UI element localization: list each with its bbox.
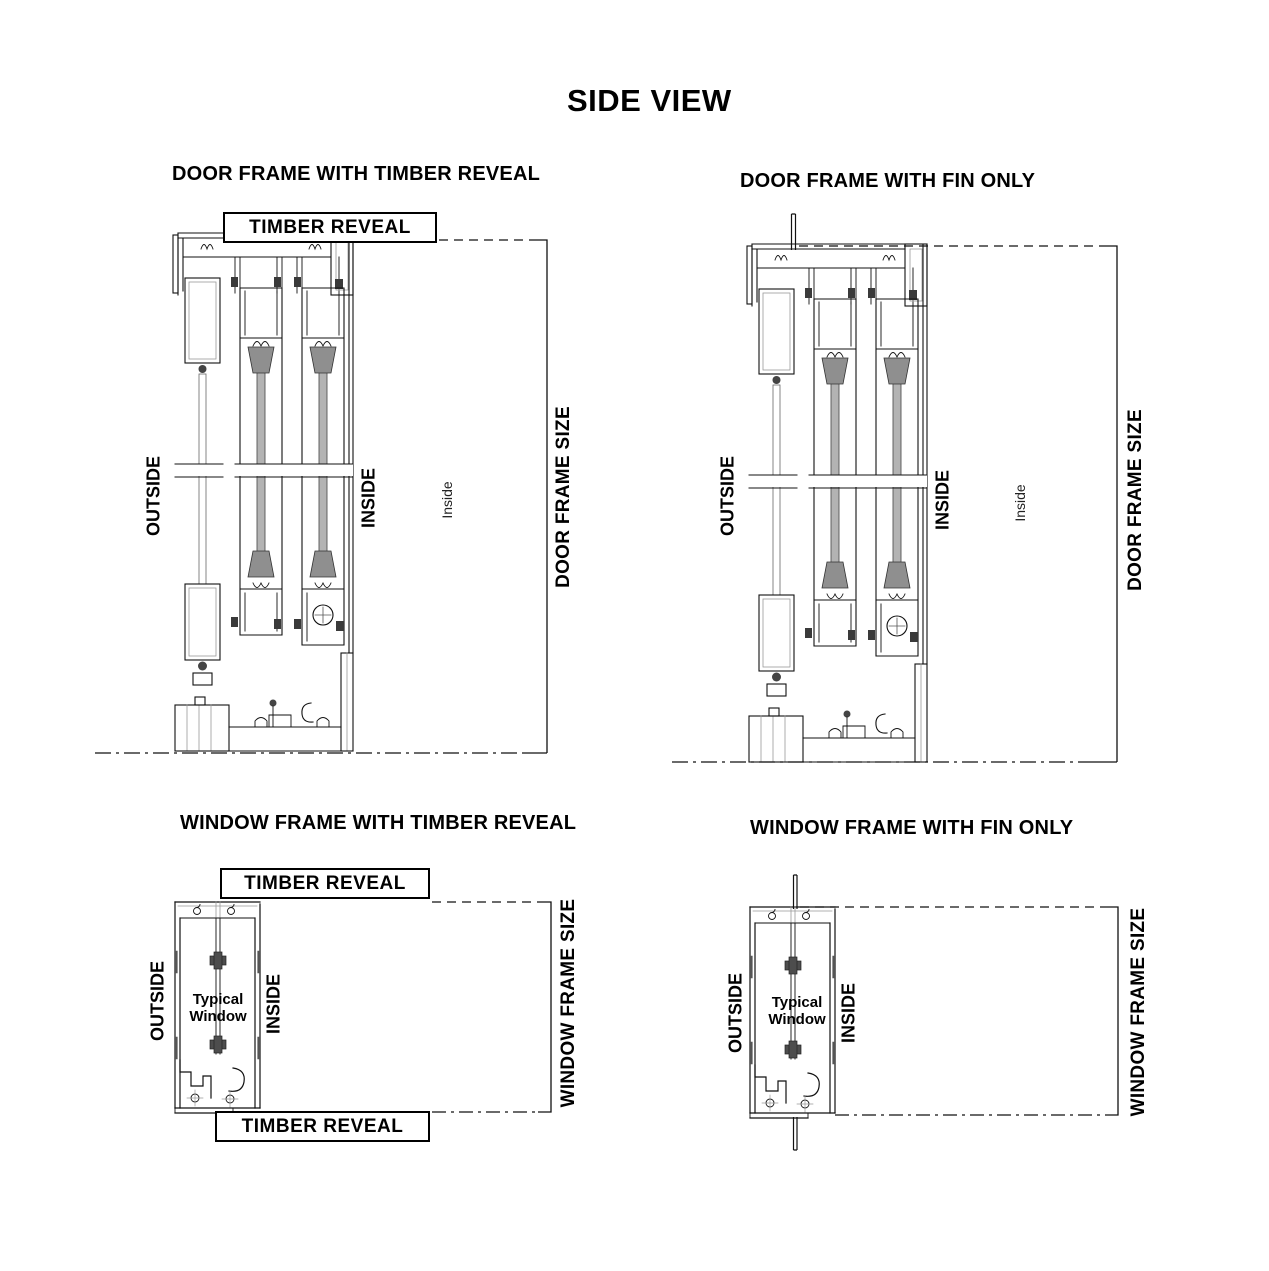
typical-window-annotation: Typical Window [189, 991, 247, 1025]
inside-label: INSIDE [358, 467, 379, 529]
door-fin-heading: DOOR FRAME WITH FIN ONLY [740, 170, 1036, 192]
timber-reveal-box-top: TIMBER REVEAL [220, 868, 430, 899]
page-title: SIDE VIEW [567, 83, 732, 118]
outside-label: OUTSIDE [717, 455, 738, 537]
door-frame-size-label: DOOR FRAME SIZE [553, 406, 574, 588]
inside-label: INSIDE [838, 982, 859, 1044]
outside-label: OUTSIDE [143, 455, 164, 537]
inside-annotation: Inside [439, 481, 455, 519]
window-timber-heading: WINDOW FRAME WITH TIMBER REVEAL [180, 812, 577, 834]
door-frame-size-label: DOOR FRAME SIZE [1125, 409, 1146, 591]
timber-reveal-box-bottom: TIMBER REVEAL [215, 1111, 430, 1142]
typical-window-annotation: Typical Window [768, 994, 826, 1028]
window-fin-heading: WINDOW FRAME WITH FIN ONLY [750, 817, 1074, 839]
outside-label: OUTSIDE [147, 960, 168, 1042]
window-frame-size-label: WINDOW FRAME SIZE [558, 898, 579, 1108]
timber-reveal-box: TIMBER REVEAL [223, 212, 437, 243]
outside-label: OUTSIDE [725, 972, 746, 1054]
door-timber-heading: DOOR FRAME WITH TIMBER REVEAL [172, 163, 541, 185]
window-frame-size-label: WINDOW FRAME SIZE [1128, 907, 1149, 1117]
inside-label: INSIDE [263, 973, 284, 1035]
inside-annotation: Inside [1012, 484, 1028, 522]
door-fin-section-drawing [672, 213, 1118, 763]
inside-label: INSIDE [932, 469, 953, 531]
